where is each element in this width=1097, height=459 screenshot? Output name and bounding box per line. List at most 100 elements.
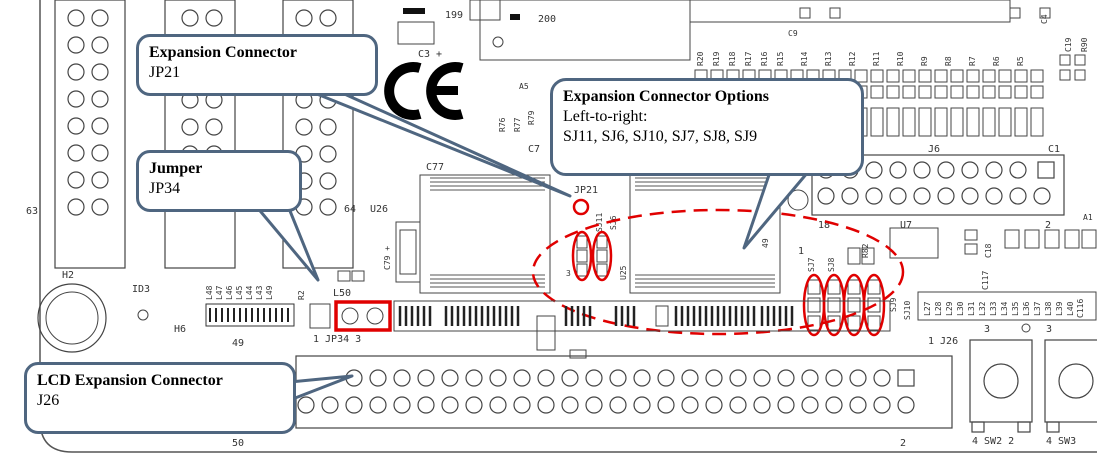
label-49-j26: 49 <box>232 338 244 349</box>
j6-header <box>811 154 1065 216</box>
top-part-2 <box>469 0 501 21</box>
label-2-j6: 2 <box>1045 220 1051 231</box>
label-u7: U7 <box>900 220 912 231</box>
label-jp34: 1 JP34 3 <box>313 334 361 345</box>
svg-text:L44: L44 <box>245 285 254 300</box>
hole-j6 <box>787 189 809 211</box>
label-1-u7: 1 <box>798 246 804 257</box>
svg-text:L35: L35 <box>1011 301 1020 316</box>
svg-text:R14: R14 <box>800 51 809 66</box>
ferrite-bank-left-pads <box>209 308 289 322</box>
label-a1: A1 <box>1083 213 1093 222</box>
callout-lcd-expansion: LCD Expansion Connector J26 <box>24 362 296 434</box>
svg-text:R5: R5 <box>1016 56 1025 66</box>
expansion-options-region <box>531 208 905 336</box>
top-component-mark <box>403 8 425 14</box>
label-sj7: SJ7 <box>807 257 816 272</box>
svg-text:L36: L36 <box>1022 301 1031 316</box>
ic-left <box>419 174 551 294</box>
label-3-sw2: 3 <box>984 324 990 335</box>
label-50: 50 <box>232 438 244 449</box>
label-c3: C3 + <box>418 49 442 60</box>
svg-text:L32: L32 <box>978 301 987 316</box>
label-r2: R2 <box>297 290 306 300</box>
label-c77: C77 <box>426 162 444 173</box>
callout-jumper: Jumper JP34 <box>136 150 302 212</box>
label-r82: R82 <box>861 243 870 258</box>
svg-text:L40: L40 <box>1066 301 1075 316</box>
svg-text:R76: R76 <box>498 117 507 132</box>
svg-text:R77: R77 <box>513 117 522 132</box>
svg-text:R7: R7 <box>968 56 977 66</box>
svg-text:L37: L37 <box>1033 301 1042 316</box>
svg-text:R10: R10 <box>896 51 905 66</box>
sj11-highlight <box>571 230 593 282</box>
label-j6: J6 <box>928 144 940 155</box>
svg-text:R13: R13 <box>824 51 833 66</box>
top-component <box>397 21 435 45</box>
svg-text:C4: C4 <box>1040 14 1049 24</box>
label-49-ic: 49 <box>761 238 770 248</box>
jp34-pin-2 <box>341 307 359 325</box>
j26-pins <box>297 369 915 414</box>
svg-text:L33: L33 <box>989 301 998 316</box>
svg-text:R20: R20 <box>696 51 705 66</box>
label-h6: H6 <box>174 324 186 335</box>
svg-text:R79: R79 <box>527 110 536 125</box>
svg-text:C116: C116 <box>1076 299 1085 318</box>
jp21-marker <box>572 198 590 216</box>
svg-text:L38: L38 <box>1044 301 1053 316</box>
callout-line-1: Left-to-right: <box>563 108 648 125</box>
resistor-labels: R20 R19 R18 R17 R16 R15 R14 R13 R12 R11 … <box>498 14 1089 132</box>
svg-text:L31: L31 <box>967 301 976 316</box>
label-200: 200 <box>538 14 556 25</box>
sj6-highlight <box>591 230 613 282</box>
l50-pad-1 <box>337 270 351 282</box>
label-id3: ID3 <box>132 284 150 295</box>
svg-text:L43: L43 <box>255 285 264 300</box>
left-header-1 <box>54 0 126 269</box>
sj8-highlight <box>842 273 866 337</box>
svg-text:R17: R17 <box>744 51 753 66</box>
svg-text:L49: L49 <box>265 285 274 300</box>
strip-tab-1 <box>536 315 556 351</box>
pointer-lcd <box>288 374 354 402</box>
jp34-pin-3 <box>366 307 384 325</box>
svg-text:R8: R8 <box>944 56 953 66</box>
callout-sub: J26 <box>37 392 60 409</box>
switch-sw2 <box>969 339 1033 433</box>
label-64: 64 <box>344 204 356 215</box>
top-module <box>479 0 691 61</box>
svg-text:R16: R16 <box>760 51 769 66</box>
svg-text:R15: R15 <box>776 51 785 66</box>
label-63: 63 <box>26 206 38 217</box>
label-sw3: 4 SW3 <box>1046 436 1076 447</box>
svg-text:R9: R9 <box>920 56 929 66</box>
mark-200 <box>510 14 520 20</box>
label-sj6: SJ6 <box>609 215 618 230</box>
svg-text:L30: L30 <box>956 301 965 316</box>
callout-sub: JP34 <box>149 180 181 197</box>
svg-text:R90: R90 <box>1080 37 1089 52</box>
svg-text:R6: R6 <box>992 56 1001 66</box>
right-l-labels: L27 L28 L29 L30 L31 L32 L33 L34 L35 L36 … <box>923 271 1085 318</box>
label-c1: C1 <box>1048 144 1060 155</box>
fiducial-id3 <box>137 309 149 321</box>
strip-tab-2 <box>655 305 669 327</box>
sj11-sj6-pads <box>576 235 608 277</box>
callout-line-2: SJ11, SJ6, SJ10, SJ7, SJ8, SJ9 <box>563 128 758 145</box>
label-199: 199 <box>445 10 463 21</box>
j26-key <box>569 349 587 359</box>
label-u26: U26 <box>370 204 388 215</box>
svg-text:C9: C9 <box>788 29 798 38</box>
pin-strip-pads <box>398 306 794 326</box>
callout-title: Expansion Connector Options <box>563 88 769 105</box>
label-3-sj: 3 <box>566 269 571 278</box>
label-j26: 1 J26 <box>928 336 958 347</box>
label-3-sw3: 3 <box>1046 324 1052 335</box>
svg-text:R18: R18 <box>728 51 737 66</box>
svg-text:L47: L47 <box>215 285 224 300</box>
callout-title: Expansion Connector <box>149 44 298 61</box>
sj-right-pads <box>807 279 881 331</box>
